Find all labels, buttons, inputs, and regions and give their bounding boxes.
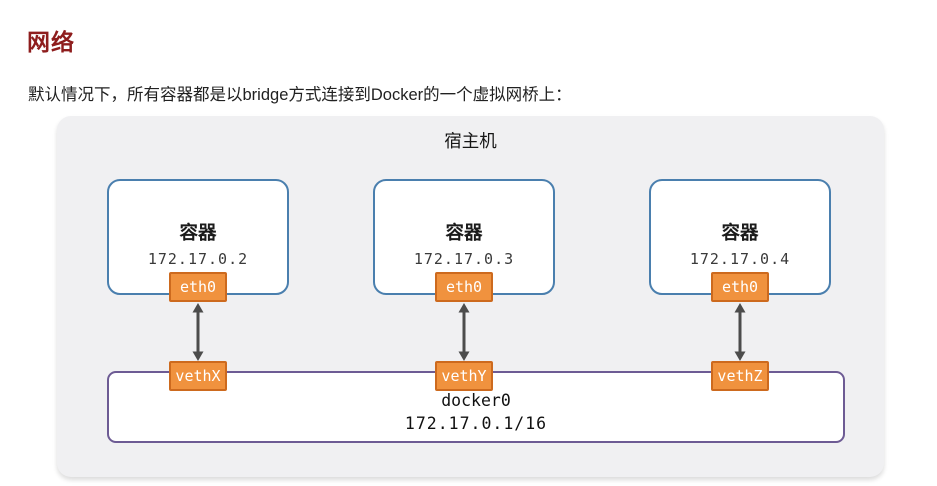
veth-badge-2: vethY (435, 361, 493, 391)
host-machine-label: 宿主机 (444, 131, 497, 151)
container-label: 容器 (445, 222, 483, 243)
eth0-badge-3: eth0 (711, 272, 769, 302)
veth-badge-1: vethX (169, 361, 227, 391)
host-machine-panel: 宿主机 容器 172.17.0.2 eth0 vethX 容器 172.17.0… (57, 116, 884, 477)
bidirectional-arrow-icon (458, 303, 470, 361)
bidirectional-arrow-icon (734, 303, 746, 361)
bridge-name: docker0 (441, 391, 511, 410)
page-title: 网络 (27, 29, 75, 56)
container-box-3: 容器 172.17.0.4 (649, 179, 831, 295)
container-label: 容器 (721, 222, 759, 243)
intro-text: 默认情况下，所有容器都是以bridge方式连接到Docker的一个虚拟网桥上： (28, 85, 572, 104)
eth0-badge-2: eth0 (435, 272, 493, 302)
bidirectional-arrow-icon (192, 303, 204, 361)
container-ip: 172.17.0.4 (689, 250, 791, 268)
veth-badge-3: vethZ (711, 361, 769, 391)
container-label: 容器 (179, 222, 217, 243)
bridge-cidr: 172.17.0.1/16 (404, 414, 548, 433)
container-ip: 172.17.0.3 (413, 250, 515, 268)
eth0-badge-1: eth0 (169, 272, 227, 302)
container-ip: 172.17.0.2 (147, 250, 249, 268)
